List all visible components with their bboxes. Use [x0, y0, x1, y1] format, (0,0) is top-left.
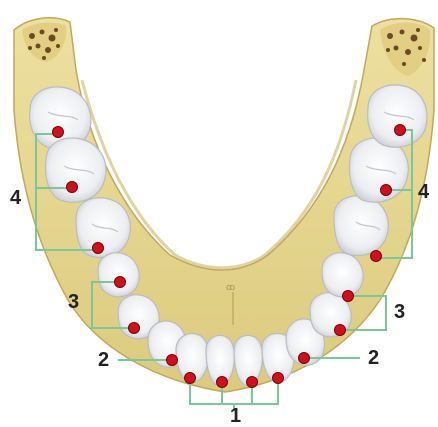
marker-right-molar-3	[395, 125, 406, 136]
marker-right-molar-1	[371, 251, 382, 262]
label-group-4-right: 4	[418, 182, 429, 202]
marker-left-molar-3	[53, 127, 64, 138]
tooth-right-premolar-2	[322, 253, 363, 297]
label-group-2-right: 2	[368, 348, 379, 368]
marker-left-molar-1	[93, 243, 104, 254]
marker-right-molar-2	[381, 185, 392, 196]
tooth-right-molar-1	[334, 196, 388, 256]
marker-right-incisor-lateral	[273, 373, 284, 384]
marker-right-canine	[299, 353, 310, 364]
label-group-1: 1	[230, 406, 241, 426]
marker-left-incisor-lateral	[185, 373, 196, 384]
marker-right-premolar-1	[335, 325, 346, 336]
jaw-midline-mark: ꝏ	[226, 282, 235, 292]
label-group-3-right: 3	[394, 302, 405, 322]
marker-right-incisor-central	[247, 377, 258, 388]
label-group-3-left: 3	[68, 292, 79, 312]
marker-left-premolar-2	[115, 277, 126, 288]
marker-left-molar-2	[67, 182, 78, 193]
marker-right-premolar-2	[343, 291, 354, 302]
label-group-4-left: 4	[10, 188, 21, 208]
marker-left-canine	[167, 355, 178, 366]
tooth-left-premolar-2	[98, 253, 139, 297]
marker-left-premolar-1	[129, 323, 140, 334]
marker-left-incisor-central	[217, 377, 228, 388]
label-group-2-left: 2	[98, 350, 109, 370]
